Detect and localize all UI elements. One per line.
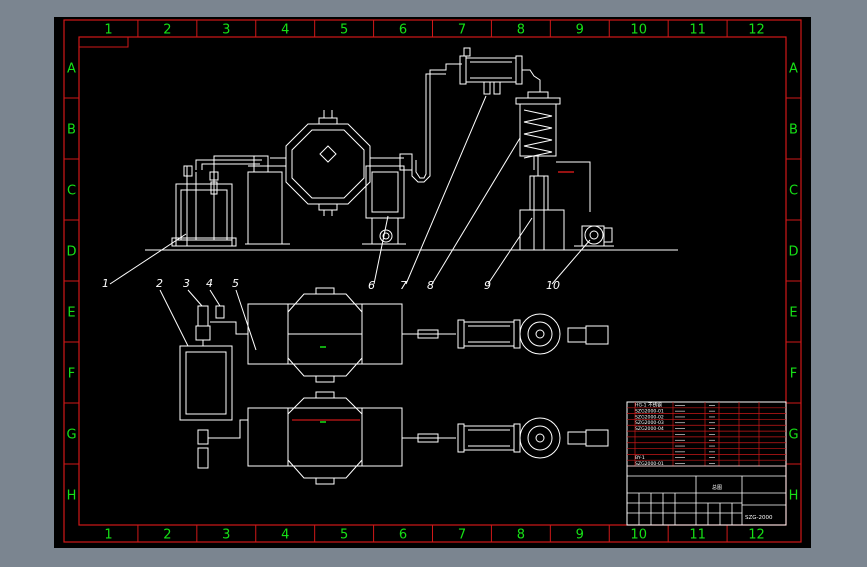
drawing-name: 总图	[712, 484, 722, 491]
callout-2: 2	[156, 277, 163, 290]
grid-col-top-5: 5	[340, 23, 348, 38]
callout-7: 7	[400, 279, 407, 292]
callouts: 1 2 3 4 5 6 7 8 9 10	[102, 277, 560, 292]
grid-row-left-G: G	[66, 428, 76, 443]
parts-row-text: HG-1 不锈钢	[635, 402, 662, 409]
callout-8: 8	[427, 279, 434, 292]
grid-col-bottom-7: 7	[458, 528, 466, 543]
parts-row-text: BY-1	[635, 455, 645, 461]
parts-row-text: SZG2000-03	[635, 420, 664, 426]
grid-col-bottom-1: 1	[104, 528, 112, 543]
feed-tank	[171, 165, 237, 247]
parts-row-text: SZG2000-01	[635, 408, 664, 414]
parts-row-text: SZG2000-01	[635, 461, 664, 467]
parts-table: HG-1 不锈钢SZG2000-01SZG2000-02SZG2000-03SZ…	[627, 402, 786, 467]
grid-col-top-2: 2	[163, 23, 171, 38]
callout-1: 1	[102, 277, 109, 290]
grid-col-bottom-3: 3	[222, 528, 230, 543]
grid-row-left-E: E	[67, 306, 75, 321]
callout-6: 6	[368, 279, 375, 292]
parts-row-text: SZG2000-04	[635, 426, 664, 432]
receiver-column	[515, 91, 591, 212]
callout-leaders-plan	[159, 289, 257, 351]
corner-mark	[79, 37, 129, 48]
left-stand	[245, 155, 290, 245]
grid-col-bottom-4: 4	[281, 528, 289, 543]
title-block: HG-1 不锈钢SZG2000-01SZG2000-02SZG2000-03SZ…	[626, 401, 787, 526]
grid-col-bottom-11: 11	[689, 528, 706, 543]
right-stand	[362, 153, 413, 245]
grid-col-bottom-9: 9	[576, 528, 584, 543]
callout-9: 9	[484, 279, 491, 292]
callout-10: 10	[546, 279, 560, 292]
grid-col-top-4: 4	[281, 23, 289, 38]
grid-col-bottom-2: 2	[163, 528, 171, 543]
grid-col-bottom-8: 8	[517, 528, 525, 543]
elevation-view	[109, 47, 614, 285]
vacuum-pump	[574, 225, 614, 247]
grid-row-right-C: C	[789, 184, 798, 199]
grid-ticks	[64, 20, 801, 542]
grid-row-right-H: H	[789, 489, 799, 504]
grid-row-left-A: A	[67, 62, 76, 77]
grid-row-left-B: B	[67, 123, 76, 138]
title-block-grid	[627, 475, 786, 525]
grid-row-right-F: F	[790, 367, 797, 382]
grid-col-top-8: 8	[517, 23, 525, 38]
grid-row-right-D: D	[788, 245, 798, 260]
grid-row-left-D: D	[66, 245, 76, 260]
condenser	[459, 47, 541, 95]
grid-col-top-7: 7	[458, 23, 466, 38]
callout-3: 3	[183, 277, 190, 290]
grid-col-top-10: 10	[630, 23, 647, 38]
grid-col-bottom-12: 12	[748, 528, 765, 543]
parts-row-text: SZG2000-02	[635, 414, 664, 420]
grid-col-top-3: 3	[222, 23, 230, 38]
grid-row-right-G: G	[788, 428, 798, 443]
grid-col-top-12: 12	[748, 23, 765, 38]
grid-col-bottom-10: 10	[630, 528, 647, 543]
grid-col-top-11: 11	[689, 23, 706, 38]
grid-row-right-E: E	[789, 306, 797, 321]
grid-col-bottom-5: 5	[340, 528, 348, 543]
grid-row-left-F: F	[68, 367, 75, 382]
grid-col-top-1: 1	[104, 23, 112, 38]
grid-col-top-9: 9	[576, 23, 584, 38]
callout-4: 4	[206, 277, 213, 290]
grid-row-left-H: H	[67, 489, 77, 504]
grid-row-right-A: A	[789, 62, 798, 77]
plan-view-upper	[179, 287, 609, 421]
grid-col-bottom-6: 6	[399, 528, 407, 543]
grid-col-top-6: 6	[399, 23, 407, 38]
drawing-number: SZG-2000	[745, 515, 773, 521]
grid-row-right-B: B	[789, 123, 798, 138]
callout-5: 5	[232, 277, 239, 290]
grid-row-left-C: C	[67, 184, 76, 199]
receiver-tank	[519, 175, 565, 251]
plan-view-lower	[197, 391, 609, 485]
